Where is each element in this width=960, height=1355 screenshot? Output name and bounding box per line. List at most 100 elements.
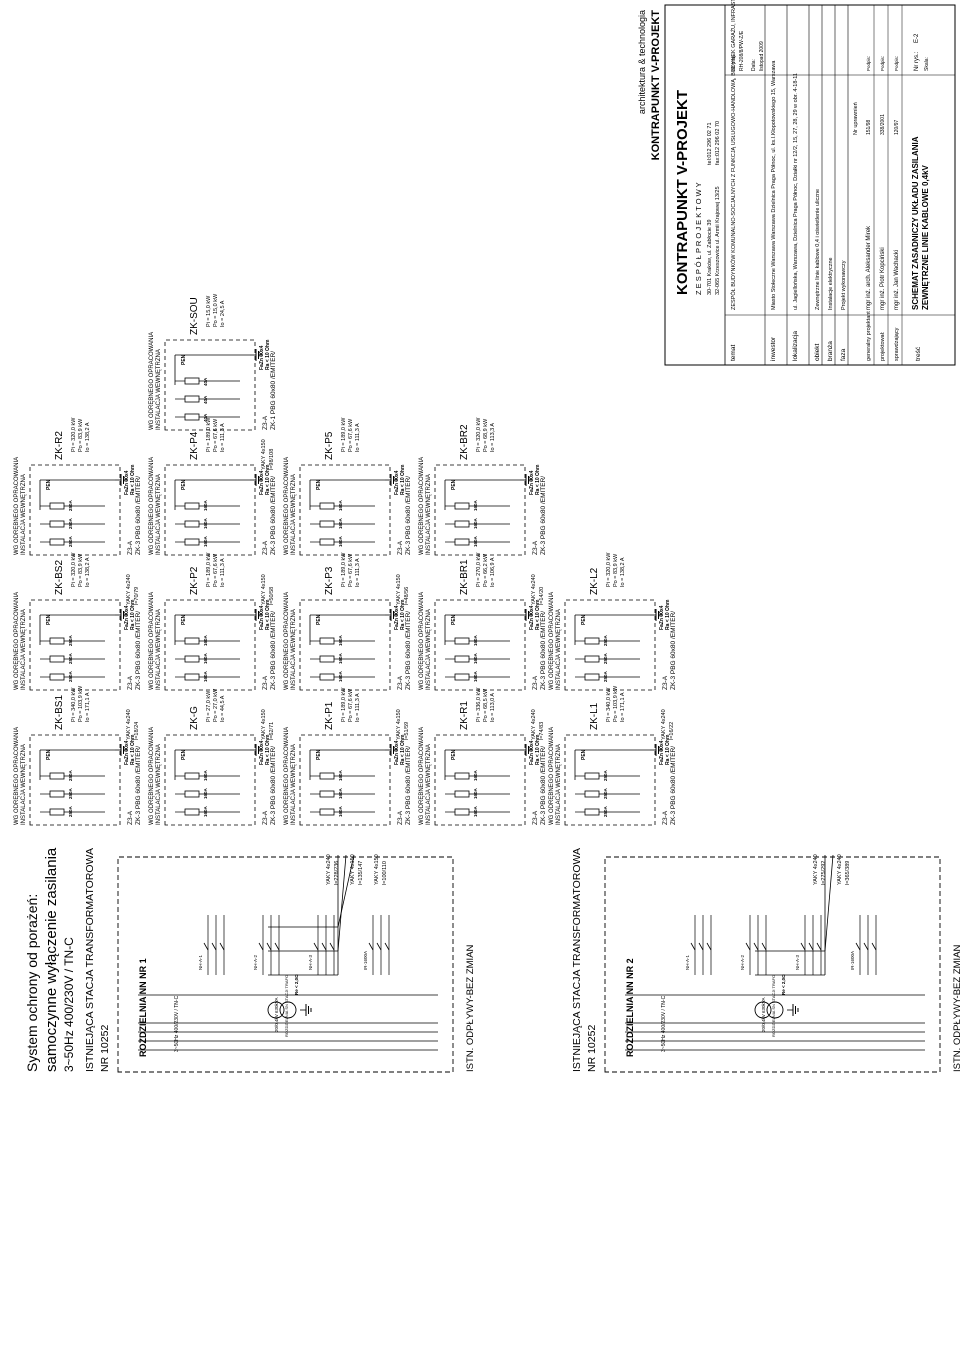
pen-label: PEN bbox=[46, 479, 52, 490]
earth-resist: Ra < 10 Ohm bbox=[535, 464, 541, 495]
person-name: mgr inż. Piotr Kopciński bbox=[880, 247, 886, 310]
fuse-symbol bbox=[454, 808, 470, 816]
install-note-2: WG ODRĘBNEGO OPRACOWANIA bbox=[14, 457, 20, 555]
pen-label: PEN bbox=[46, 749, 52, 760]
cable-length: l=365/389 bbox=[845, 861, 851, 885]
earth-bar: FaZn 30x4 bbox=[259, 605, 265, 630]
wire-line bbox=[258, 942, 264, 951]
fuse-symbol bbox=[49, 673, 65, 681]
fuse-symbol bbox=[184, 637, 200, 645]
tresc-line2: ZEWNĘTRZNE LINIE KABLOWE 0,4kV bbox=[921, 164, 930, 310]
fuse-rating: 160A bbox=[203, 535, 208, 547]
wire-line bbox=[753, 942, 759, 951]
wire-line bbox=[824, 854, 834, 952]
data-value: listopad 2009 bbox=[759, 41, 765, 71]
fuse-rating: 160A bbox=[473, 634, 478, 646]
earth-resist: Ra < 10 Ohm bbox=[400, 734, 406, 765]
housing: ZK-3 PBG 60x80 /EMITER/ bbox=[405, 476, 412, 555]
fuse-rating: 160A bbox=[473, 499, 478, 511]
row-label: faza bbox=[840, 348, 847, 361]
power-demand: Po = 67,6 kW bbox=[213, 418, 219, 452]
current-demand: Io = 111,3 A bbox=[220, 423, 226, 452]
z-box: Z3-A bbox=[262, 810, 269, 825]
earth-bar: FaZn 30x4 bbox=[124, 470, 130, 495]
wire-line bbox=[321, 942, 327, 951]
z-box: Z3-A bbox=[532, 540, 539, 555]
feeder-cable: YAKY 4x240 bbox=[126, 709, 132, 740]
fuse-symbol bbox=[49, 502, 65, 510]
wire-line bbox=[337, 854, 355, 928]
z-box: Z3-A bbox=[397, 540, 404, 555]
current-demand: Io = 138,2 A bbox=[620, 557, 626, 587]
earth-bar: FaZn 30x4 bbox=[394, 605, 400, 630]
cable-length: l=275/292 bbox=[821, 861, 827, 885]
earth-bar: FaZn 30x4 bbox=[259, 740, 265, 765]
trafo-label: ROZDZIELNIA SN STACJI TRAFO bbox=[771, 975, 776, 1037]
cabinet-frame bbox=[29, 599, 121, 691]
z-box: Z3-A bbox=[127, 675, 134, 690]
fuse-rating: 250A bbox=[68, 805, 73, 817]
switch-label: NH-A-2 bbox=[740, 955, 745, 970]
current-demand: Io = 24,5 A bbox=[220, 300, 226, 327]
wire-line bbox=[800, 942, 806, 951]
fuse-rating: 250A bbox=[68, 499, 73, 511]
feeder-cable: YAKY 4x240 bbox=[661, 709, 667, 740]
earth-bar: FaZn 30x4 bbox=[259, 470, 265, 495]
power-installed: Pi = 189,0 kW bbox=[341, 552, 347, 587]
cable-length: l=135/147 bbox=[358, 861, 364, 885]
fuse-symbol bbox=[584, 772, 600, 780]
earth-resist: Ra < 10 Ohm bbox=[665, 734, 671, 765]
row-label: inwestor bbox=[770, 336, 777, 361]
row-value: Instalacje elektryczne bbox=[828, 257, 834, 310]
row-label: obiekt bbox=[814, 343, 821, 361]
fuse-symbol bbox=[319, 520, 335, 528]
feeder-length: l=62/71 bbox=[269, 722, 275, 740]
wire-line bbox=[266, 942, 272, 951]
feeder-length: l=98/108 bbox=[269, 449, 275, 470]
power-demand: Po = 67,6 kW bbox=[348, 553, 354, 587]
switch-label: NH-A-2 bbox=[253, 955, 258, 970]
fuse-symbol bbox=[184, 772, 200, 780]
install-note-2: WG ODRĘBNEGO OPRACOWANIA bbox=[549, 592, 555, 690]
cabinet-name: ZK-SOU bbox=[189, 297, 200, 335]
tresc-label: treść bbox=[915, 346, 922, 361]
earth-bar: FaZn 30x4 bbox=[124, 605, 130, 630]
nr-rys: E-2 bbox=[914, 33, 920, 43]
feeder-cable: YAKY 4x150 bbox=[396, 574, 402, 605]
fuse-rating: 250A bbox=[68, 517, 73, 529]
wire-line bbox=[690, 942, 696, 951]
cabinet-name: ZK-R2 bbox=[54, 431, 65, 460]
fuse-symbol bbox=[584, 637, 600, 645]
fuse-rating: 160A bbox=[338, 652, 343, 664]
install-note-2: WG ODRĘBNEGO OPRACOWANIA bbox=[419, 457, 425, 555]
feeder-length: l=18/24 bbox=[134, 722, 140, 740]
current-demand: Io = 106,9 A bbox=[490, 557, 496, 587]
earth-resist: Ra < 10 Ohm bbox=[400, 599, 406, 630]
install-note-2: WG ODRĘBNEGO OPRACOWANIA bbox=[149, 332, 155, 430]
current-demand: Io = 138,2 A bbox=[85, 422, 91, 452]
fuse-symbol bbox=[184, 413, 200, 421]
person-name: mgr inż. arch. Aleksander Mirek bbox=[866, 225, 872, 310]
install-note: INSTALACJA WEWNĘTRZNA bbox=[21, 744, 27, 825]
install-note: INSTALACJA WEWNĘTRZNA bbox=[426, 744, 432, 825]
cable-spec: YAKY 4x150 bbox=[350, 854, 356, 885]
install-note: INSTALACJA WEWNĘTRZNA bbox=[156, 349, 162, 430]
trafo-kv: 20/0,4kV 630kVA bbox=[274, 998, 279, 1032]
wire-line bbox=[211, 942, 217, 951]
pen-label: PEN bbox=[581, 749, 587, 760]
pen-label: PEN bbox=[451, 614, 457, 625]
power-demand: Po = 15,0 kW bbox=[213, 293, 219, 327]
fuse-symbol bbox=[454, 520, 470, 528]
fuse-symbol bbox=[454, 655, 470, 663]
fuse-rating: 250A bbox=[603, 769, 608, 781]
transformer-winding bbox=[267, 1001, 285, 1019]
row-value: Zewnętrzne linie kablowe 0,4 i oświetlen… bbox=[815, 189, 821, 310]
cabinet-frame bbox=[299, 599, 391, 691]
wire-line bbox=[203, 942, 209, 951]
earth-bar: FaZn 30x4 bbox=[529, 470, 535, 495]
power-installed: Pi = 340,0 kW bbox=[71, 687, 77, 722]
install-note-2: WG ODRĘBNEGO OPRACOWANIA bbox=[149, 727, 155, 825]
